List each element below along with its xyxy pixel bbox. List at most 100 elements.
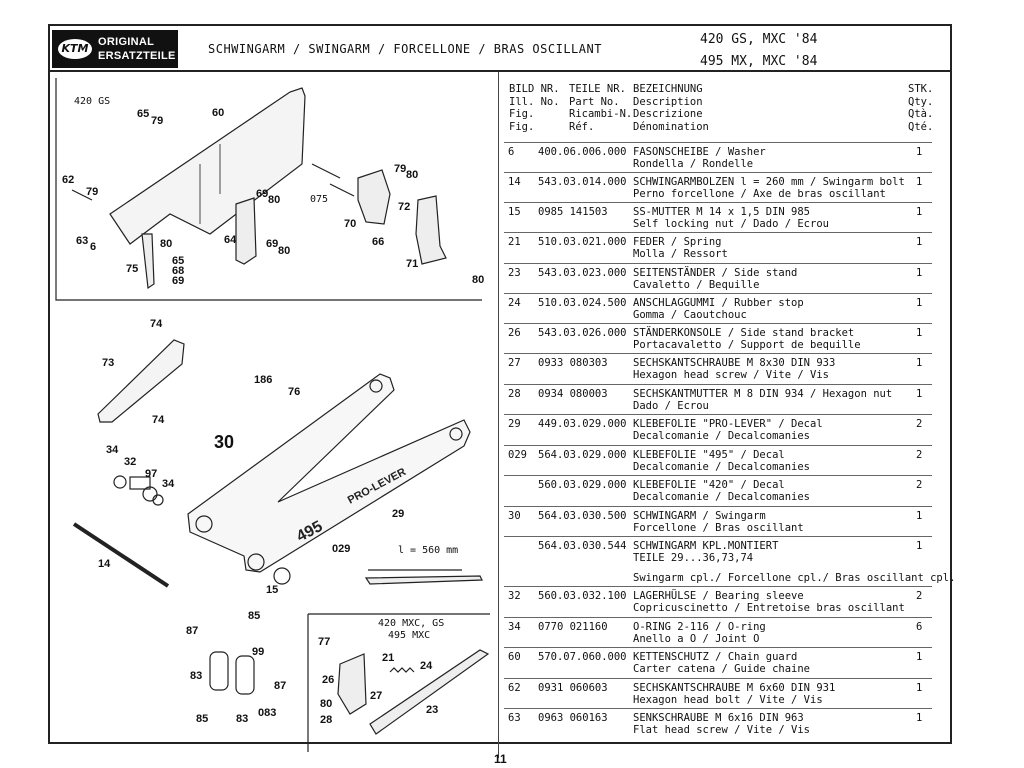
row-separator xyxy=(504,678,932,679)
callout-23: 23 xyxy=(426,704,439,716)
part-fig: 21 xyxy=(508,236,521,248)
part-d2: Rondella / Rondelle xyxy=(633,158,754,171)
part-fig: 30 xyxy=(508,510,521,522)
part-partno: 449.03.029.000 xyxy=(538,418,627,430)
callout-69c: 69 xyxy=(266,238,279,250)
bearing-sleeve-32 xyxy=(129,476,151,490)
page-number: 11 xyxy=(494,752,507,766)
part-partno: 510.03.021.000 xyxy=(538,236,627,248)
model-line-2: 495 MX, MXC '84 xyxy=(700,54,818,69)
part-partno: 564.03.030.544 xyxy=(538,540,627,552)
part-fig: 6 xyxy=(508,146,515,158)
callout-62: 62 xyxy=(62,174,75,186)
box-label-495mxc: 495 MXC xyxy=(388,630,431,641)
part-d1: SECHSKANTSCHRAUBE M 8x30 DIN 933 xyxy=(633,357,836,369)
part-partno: 0933 080303 xyxy=(538,357,608,369)
callout-083: 083 xyxy=(258,707,277,719)
part-fig: 34 xyxy=(508,621,521,633)
part-d2: Dado / Ecrou xyxy=(633,400,709,413)
callout-80f: 80 xyxy=(320,698,333,710)
callout-27: 27 xyxy=(370,690,383,702)
complete-swingarm-note: Swingarm cpl./ Forcellone cpl./ Bras osc… xyxy=(633,572,956,584)
row-separator xyxy=(504,708,932,709)
part-d1: STÄNDERKONSOLE / Side stand bracket xyxy=(633,327,855,339)
bracket-75 xyxy=(141,233,155,290)
ktm-logo: KTM ORIGINAL ERSATZTEILE xyxy=(52,30,178,68)
callout-80e: 80 xyxy=(472,274,485,286)
row-separator xyxy=(504,647,932,648)
row-separator xyxy=(504,506,932,507)
callout-79: 79 xyxy=(151,115,164,127)
part-d1: SEITENSTÄNDER / Side stand xyxy=(633,267,798,279)
row-separator xyxy=(504,414,932,415)
part-d1: LAGERHÜLSE / Bearing sleeve xyxy=(633,590,804,602)
part-qty: 1 xyxy=(916,357,923,369)
part-fig: 14 xyxy=(508,176,521,188)
callout-74: 74 xyxy=(150,318,163,330)
callout-83: 83 xyxy=(190,670,203,682)
callout-26: 26 xyxy=(322,674,335,686)
part-partno: 543.03.014.000 xyxy=(538,176,627,188)
callout-30: 30 xyxy=(214,432,235,452)
part-qty: 1 xyxy=(916,206,923,218)
row-separator xyxy=(504,475,932,476)
callout-28: 28 xyxy=(320,714,333,726)
row-separator xyxy=(504,293,932,294)
header-divider xyxy=(48,70,952,72)
row-separator xyxy=(504,586,932,587)
callout-69: 69 xyxy=(172,275,185,287)
callout-66: 66 xyxy=(372,236,385,248)
part-qty: 1 xyxy=(916,388,923,400)
dimension-label: l = 560 mm xyxy=(398,545,459,556)
swingarm-bolt-14 xyxy=(72,522,170,588)
part-partno: 564.03.029.000 xyxy=(538,449,627,461)
row-separator xyxy=(504,617,932,618)
callout-075: 075 xyxy=(310,194,329,205)
part-qty: 1 xyxy=(916,236,923,248)
column-header-description: BEZEICHNUNG Description Descrizione Déno… xyxy=(633,83,709,133)
callout-34: 34 xyxy=(106,444,119,456)
part-d1: KLEBEFOLIE "420" / Decal xyxy=(633,479,785,491)
part-d1: SS-MUTTER M 14 x 1,5 DIN 985 xyxy=(633,206,811,218)
callout-65b: 65 xyxy=(172,255,185,267)
callout-80d: 80 xyxy=(406,169,419,181)
callout-21: 21 xyxy=(382,652,395,664)
part-qty: 1 xyxy=(916,297,923,309)
row-separator xyxy=(504,263,932,264)
link-83b xyxy=(235,655,255,695)
part-qty: 1 xyxy=(916,682,923,694)
row-separator xyxy=(504,384,932,385)
part-d2: Gomma / Caoutchouc xyxy=(633,309,747,322)
callout-80b: 80 xyxy=(268,194,281,206)
nut-15 xyxy=(273,567,291,585)
row-separator xyxy=(504,142,932,143)
part-d1: ANSCHLAGGUMMI / Rubber stop xyxy=(633,297,804,309)
part-qty: 1 xyxy=(916,176,923,188)
page-frame xyxy=(48,24,952,744)
part-fig: 15 xyxy=(508,206,521,218)
part-partno: 510.03.024.500 xyxy=(538,297,627,309)
part-d2: Anello a O / Joint O xyxy=(633,633,760,646)
bracket-72 xyxy=(357,169,391,225)
callout-029: 029 xyxy=(332,543,351,555)
part-qty: 1 xyxy=(916,651,923,663)
part-partno: 560.03.032.100 xyxy=(538,590,627,602)
column-divider xyxy=(498,72,499,758)
logo-text-original: ORIGINAL xyxy=(98,36,155,48)
part-partno: 560.03.029.000 xyxy=(538,479,627,491)
part-d2: Decalcomanie / Decalcomanies xyxy=(633,430,811,443)
column-header-partno: TEILE NR. Part No. Ricambi-N. Réf. xyxy=(569,83,633,133)
spring-21 xyxy=(389,667,415,673)
logo-text-ersatzteile: ERSATZTEILE xyxy=(98,50,176,62)
callout-72: 72 xyxy=(398,201,411,213)
part-qty: 1 xyxy=(916,712,923,724)
part-d2: Self locking nut / Dado / Ecrou xyxy=(633,218,829,231)
part-fig: 26 xyxy=(508,327,521,339)
part-fig: 27 xyxy=(508,357,521,369)
part-partno: 0934 080003 xyxy=(538,388,608,400)
box-label-420gs: 420 GS xyxy=(74,96,111,107)
part-fig: 24 xyxy=(508,297,521,309)
callout-65: 65 xyxy=(137,108,150,120)
part-d1: KETTENSCHUTZ / Chain guard xyxy=(633,651,798,663)
part-d1: SECHSKANTSCHRAUBE M 6x60 DIN 931 xyxy=(633,682,836,694)
